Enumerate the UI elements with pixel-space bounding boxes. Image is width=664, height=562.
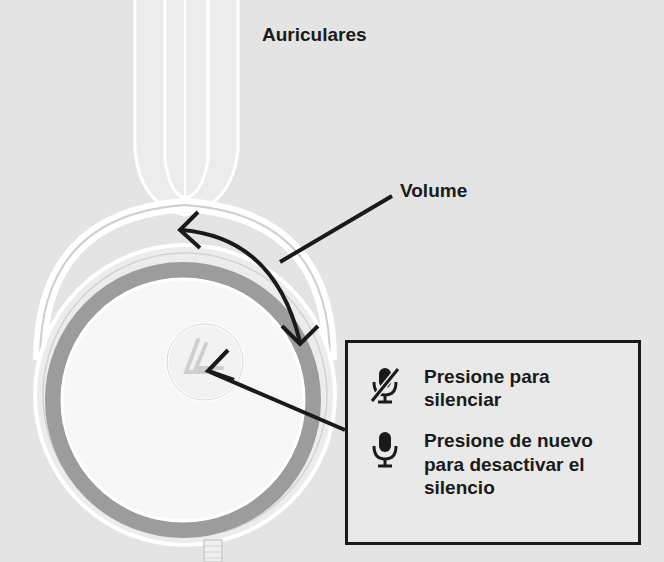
mic-muted-icon: [368, 365, 402, 405]
callout-row: Presione de nuevo para desactivar el sil…: [362, 429, 624, 499]
product-title: Auriculares: [262, 24, 367, 46]
mic-icon: [368, 429, 402, 469]
instruction-text: Presione para silenciar: [424, 365, 624, 411]
callout-row: Presione para silenciar: [362, 365, 624, 411]
volume-label: Volume: [400, 180, 467, 202]
instruction-text: Presione de nuevo para desactivar el sil…: [424, 429, 624, 499]
callout-box: Presione para silenciarPresione de nuevo…: [345, 340, 641, 545]
